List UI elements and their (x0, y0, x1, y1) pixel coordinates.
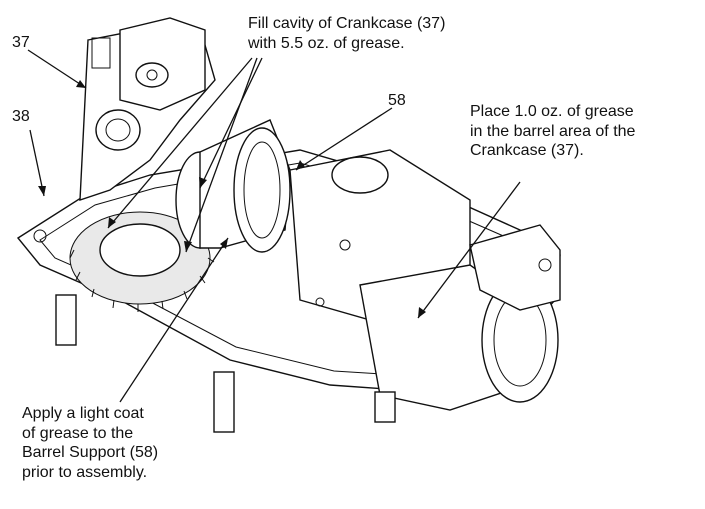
mounting-leg (213, 371, 235, 433)
arrowhead (418, 307, 426, 318)
bolt-hole (33, 229, 47, 243)
barrel-support-ring-inner (243, 141, 281, 239)
arrowhead (220, 238, 228, 249)
arrowhead (184, 241, 192, 252)
crank-pin (135, 62, 169, 88)
crankcase-tower (119, 17, 206, 111)
crank-bearing (95, 109, 141, 151)
leader-58 (295, 107, 393, 171)
leader-fill-1 (107, 57, 253, 229)
arrowhead (76, 80, 86, 88)
gear-hub (99, 223, 181, 277)
housing-end (469, 224, 561, 311)
part-ref-37: 37 (12, 34, 30, 51)
callout-line: with 5.5 oz. of grease. (248, 34, 405, 52)
callout-line: Barrel Support (58) (22, 444, 159, 461)
pin-slot (91, 37, 111, 69)
arrowhead (199, 177, 207, 188)
gear-teeth (69, 249, 215, 312)
arrowhead (296, 160, 305, 170)
callout-line: prior to assembly. (22, 463, 148, 481)
callout-line: Place 1.0 oz. of grease (470, 103, 634, 120)
callout-line: in the barrel area of the (470, 122, 636, 140)
callout-line: Crankcase (37). (470, 142, 584, 159)
housing-bolt (538, 258, 552, 272)
arrowhead (108, 217, 116, 228)
leader-37 (27, 49, 87, 89)
leader-fill-2 (185, 57, 258, 253)
mounting-leg (55, 294, 77, 346)
callout-line: of grease to the (22, 424, 134, 442)
callout-fill-cavity: Fill cavity of Crankcase (37) with 5.5 o… (248, 14, 445, 53)
barrel-support-ring (233, 127, 291, 253)
callout-line: Apply a light coat (22, 405, 144, 422)
barrel-port (339, 239, 351, 251)
callout-line: Fill cavity of Crankcase (37) (248, 15, 446, 32)
callout-barrel-support: Apply a light coat of grease to the Barr… (22, 404, 158, 482)
leader-fill-3 (199, 57, 263, 189)
callout-barrel-area: Place 1.0 oz. of grease in the barrel ar… (470, 102, 635, 161)
barrel-bore (331, 156, 389, 194)
arrowhead (38, 186, 46, 196)
leader-support (119, 237, 229, 403)
barrel-port (315, 297, 325, 307)
crank-bearing-inner (105, 118, 131, 142)
leader-38 (29, 129, 45, 197)
part-ref-58: 58 (388, 92, 406, 109)
leader-barrel (417, 181, 521, 319)
part-ref-38: 38 (12, 108, 30, 125)
crank-pin-center (146, 69, 158, 81)
mounting-leg (374, 391, 396, 423)
